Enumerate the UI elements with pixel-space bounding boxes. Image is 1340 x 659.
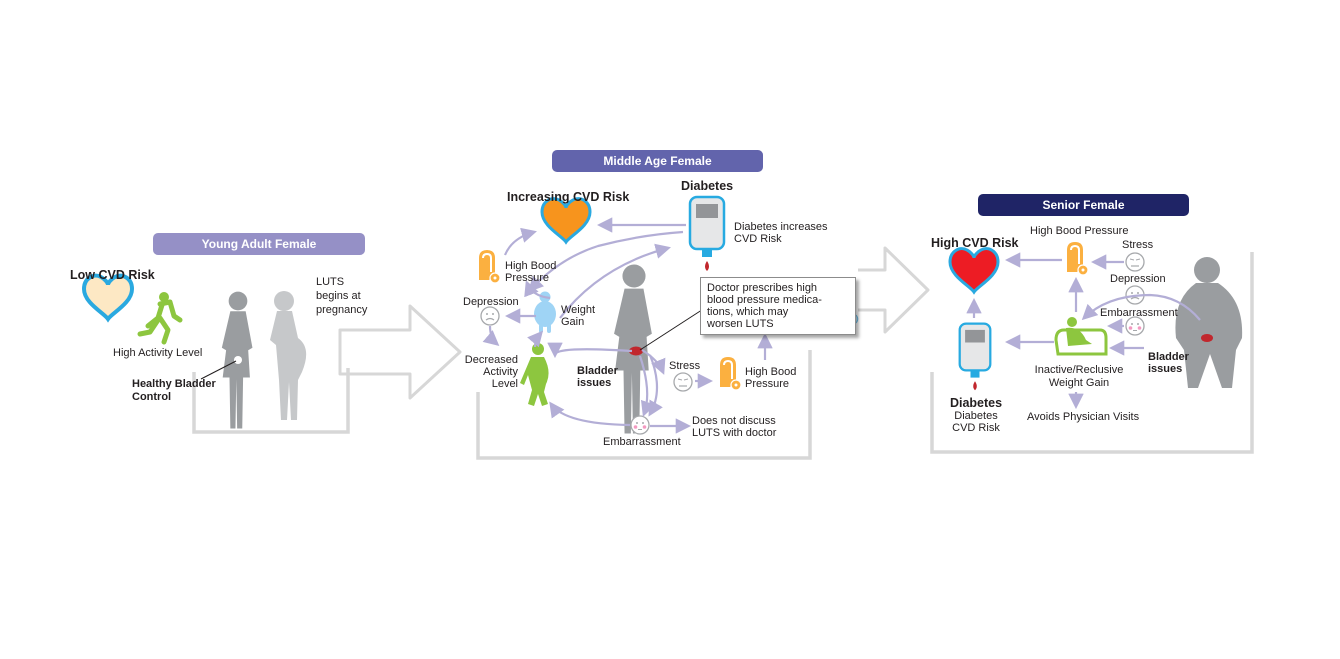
bp-gauge-icon — [478, 249, 501, 284]
senior-glucose-meter-icon — [958, 322, 992, 392]
medication-callout-text: Doctor prescribes high blood pressure me… — [707, 282, 822, 330]
runner-icon — [137, 292, 183, 345]
senior-woman-figure — [1175, 257, 1243, 388]
stress-face-icon — [673, 372, 693, 392]
decreased-activity-label-3: Level — [491, 378, 518, 390]
senior-diabetes-sub-1: Diabetes — [954, 410, 998, 422]
senior-bladder-dot — [1201, 334, 1213, 342]
avoids-physician-label: Avoids Physician Visits — [1027, 411, 1140, 423]
increasing-cvd-risk-label: Increasing CVD Risk — [507, 190, 630, 204]
glucose-meter-icon — [688, 195, 726, 273]
healthy-bladder-label-1: Healthy Bladder — [132, 378, 216, 390]
young-bracket — [192, 368, 350, 434]
bladder-issue-dot — [629, 346, 643, 356]
diabetes-note-2: CVD Risk — [734, 233, 782, 245]
high-cvd-risk-label: High CVD Risk — [931, 236, 1019, 250]
weight-gain-label-1: Weight — [561, 304, 596, 316]
transition-arrow-2 — [858, 246, 930, 334]
senior-hbp-label: High Bood Pressure — [1030, 225, 1129, 237]
high-activity-label: High Activity Level — [113, 347, 203, 359]
middle-header: Middle Age Female — [552, 150, 763, 172]
young-header: Young Adult Female — [153, 233, 365, 255]
senior-depression-label: Depression — [1110, 273, 1166, 285]
luts-label-2: begins at — [316, 290, 361, 302]
increasing-cvd-heart-icon — [540, 197, 592, 244]
reclusive-sofa-icon — [1054, 317, 1108, 356]
depression-face-icon — [480, 306, 500, 326]
senior-bracket — [930, 252, 1254, 454]
diabetes-note-1: Diabetes increases — [734, 221, 828, 233]
hbp2-label-1: High Bood — [745, 366, 797, 378]
inactive-label-2: Weight Gain — [1048, 377, 1110, 389]
bladder-issues-label-2: issues — [577, 377, 612, 389]
middle-diabetes-label: Diabetes — [681, 179, 734, 193]
bladder-issues-label-1: Bladder — [577, 365, 618, 377]
senior-diabetes-sub-2: CVD Risk — [952, 422, 1000, 434]
embarrassment-label: Embarrassment — [603, 436, 681, 448]
bladder-pointer — [200, 360, 237, 380]
hbp-label-2: Pressure — [505, 272, 550, 284]
discuss-label-1: Does not discuss — [692, 415, 776, 427]
senior-arrows — [966, 252, 1201, 410]
pregnant-woman-figure — [270, 291, 307, 420]
luts-label-1: LUTS — [316, 276, 345, 288]
weight-gain-label-2: Gain — [561, 316, 585, 328]
senior-stress-face-icon — [1125, 252, 1145, 272]
decreased-activity-label-2: Activity — [483, 366, 518, 378]
healthy-bladder-label-2: Control — [132, 391, 172, 403]
low-cvd-heart-icon — [82, 273, 134, 321]
senior-bladder-label-1: Bladder — [1148, 351, 1189, 363]
discuss-label-2: LUTS with doctor — [692, 427, 777, 439]
middle-arrows — [482, 217, 773, 434]
hbp-label-1: High Bood — [505, 260, 557, 272]
hbp2-label-2: Pressure — [745, 378, 790, 390]
senior-embarrassment-label: Embarrassment — [1100, 307, 1178, 319]
walking-woman-icon — [520, 343, 549, 406]
medication-callout: Doctor prescribes high blood pressure me… — [700, 277, 856, 335]
transition-arrow-1 — [338, 304, 462, 400]
senior-bp-gauge-icon — [1066, 241, 1089, 276]
stress-label: Stress — [669, 360, 701, 372]
depression-label: Depression — [463, 296, 519, 308]
healthy-bladder-dot — [234, 356, 242, 364]
low-cvd-risk-label: Low CVD Risk — [70, 268, 155, 282]
senior-diabetes-label: Diabetes — [949, 396, 1003, 410]
senior-header: Senior Female — [978, 194, 1189, 216]
luts-label-3: pregnancy — [316, 304, 368, 316]
bp-gauge-icon-2 — [719, 356, 742, 391]
senior-embarrassment-face-icon — [1125, 316, 1145, 336]
senior-stress-label: Stress — [1122, 239, 1154, 251]
weight-gain-icon — [534, 291, 556, 333]
high-cvd-heart-icon — [948, 247, 1000, 294]
embarrassment-face-icon — [630, 415, 650, 435]
callout-pointer — [639, 305, 709, 351]
inactive-label-1: Inactive/Reclusive — [1034, 364, 1124, 376]
senior-bladder-label-2: issues — [1148, 363, 1183, 375]
decreased-activity-label-1: Decreased — [464, 354, 518, 366]
middle-bracket — [476, 350, 812, 460]
